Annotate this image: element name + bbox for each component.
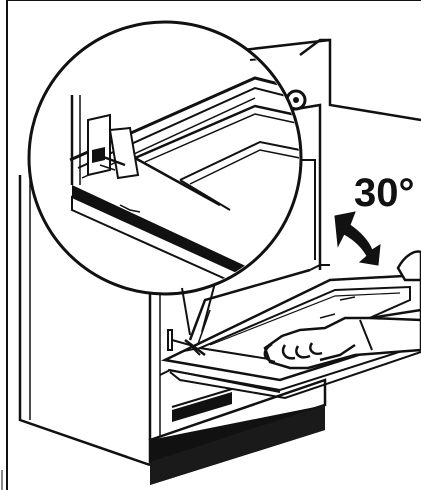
bottom-drawer [148,378,327,485]
rotation-arrow [334,211,381,266]
door-hinge [167,329,206,356]
door-glass-panel [196,285,411,362]
angle-label: 30° [354,171,415,215]
magnifier-pointer [181,282,216,336]
magnifier-circle [27,20,303,296]
hands [263,250,421,370]
